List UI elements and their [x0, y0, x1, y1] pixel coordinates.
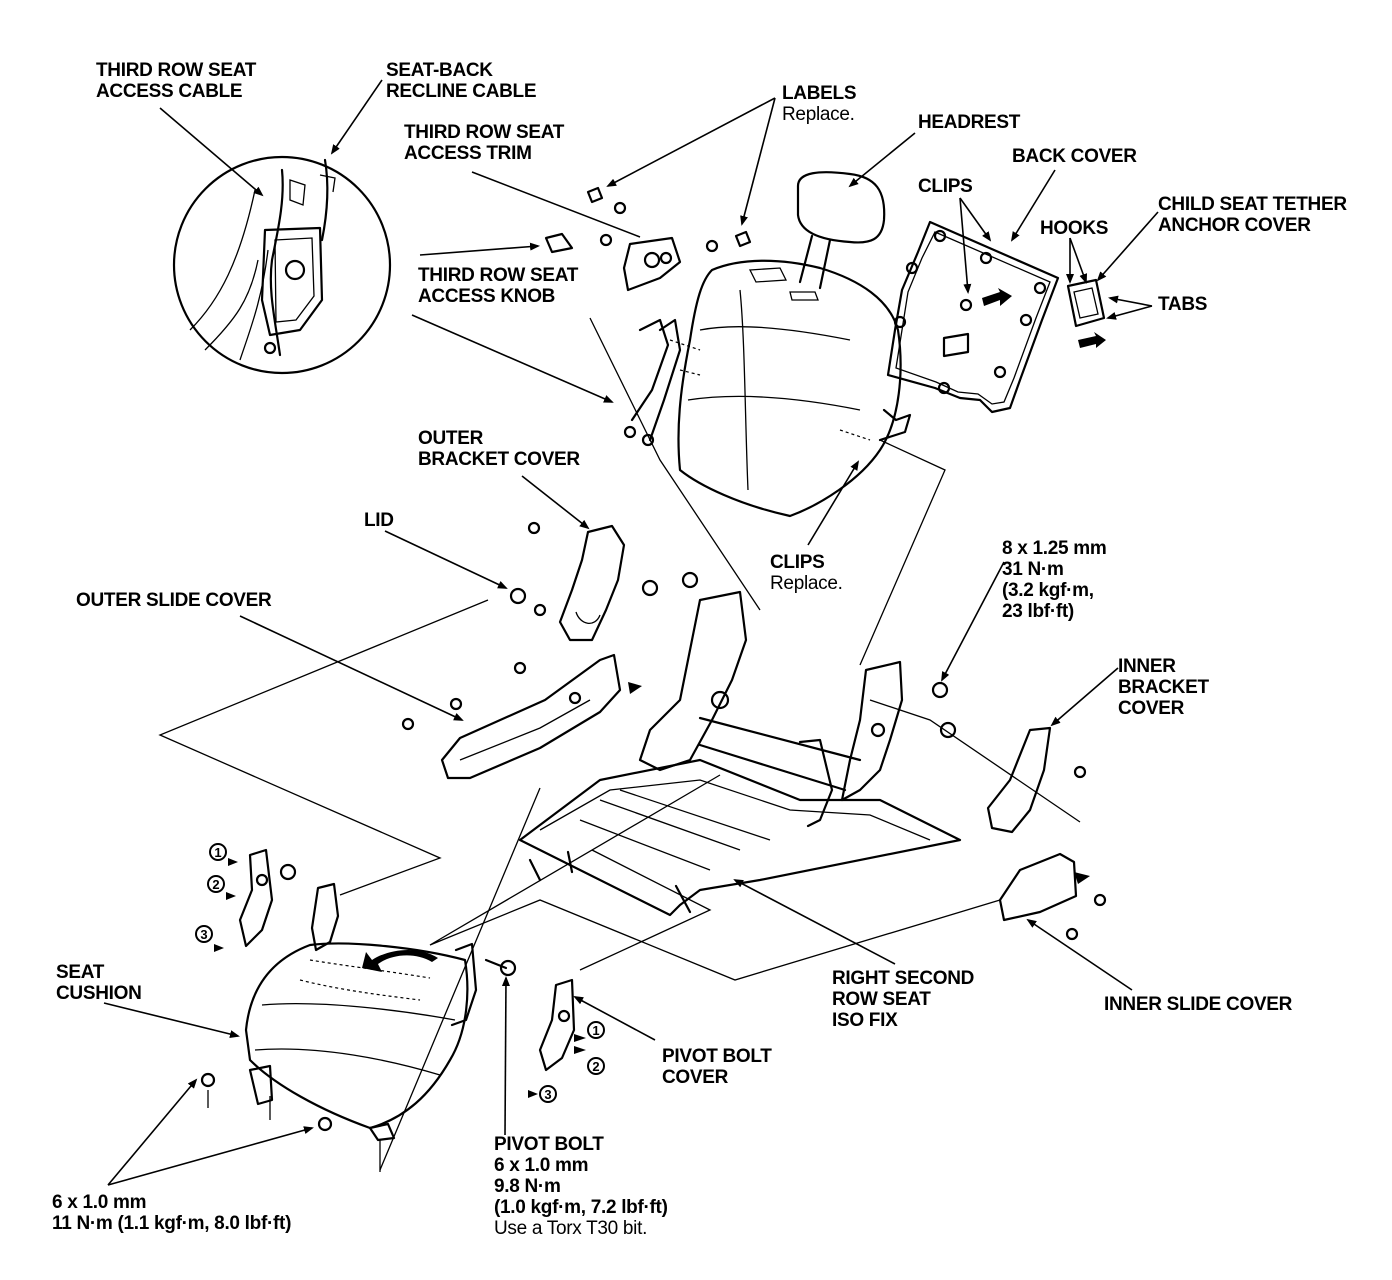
label-third-row-access-cable: THIRD ROW SEAT ACCESS CABLE: [96, 60, 257, 102]
label-child-seat-tether-anchor-cover: CHILD SEAT TETHER ANCHOR COVER: [1158, 194, 1347, 236]
label-clips-top: CLIPS: [918, 176, 973, 197]
step-2-right: 2: [592, 1059, 599, 1074]
seat-frame: [518, 590, 962, 917]
label-inner-slide-cover: INNER SLIDE COVER: [1104, 994, 1293, 1015]
label-headrest: HEADREST: [918, 112, 1021, 133]
label-labels: LABELS Replace.: [782, 83, 857, 125]
step-2-left: 2: [212, 877, 219, 892]
label-third-row-access-knob: THIRD ROW SEAT ACCESS KNOB: [418, 265, 579, 307]
outer-bracket-cover: [509, 521, 699, 642]
label-cushion-bolt-spec: 6 x 1.0 mm 11 N·m (1.1 kgf·m, 8.0 lbf·ft…: [52, 1192, 292, 1234]
seat-back: [623, 259, 912, 518]
step-3-left: 3: [200, 927, 207, 942]
leader-lines: [103, 79, 1159, 1186]
label-tabs: TABS: [1158, 294, 1208, 315]
label-hooks: HOOKS: [1040, 218, 1109, 239]
inner-slide-cover: [998, 852, 1107, 941]
label-third-row-access-trim: THIRD ROW SEAT ACCESS TRIM: [404, 122, 565, 164]
label-right-second-row-seat: RIGHT SECOND ROW SEAT ISO FIX: [832, 968, 975, 1031]
step-numbers: 1 2 3 1 2 3: [200, 845, 599, 1102]
cable-detail-inset: [172, 155, 392, 375]
label-inner-bracket-cover: INNER BRACKET COVER: [1118, 656, 1209, 719]
step-1-left: 1: [214, 845, 221, 860]
back-cover: [886, 220, 1060, 414]
seat-cushion: [244, 882, 478, 1142]
left-cover-steps: [195, 843, 297, 952]
step-3-right: 3: [544, 1087, 551, 1102]
label-outer-bracket-cover: OUTER BRACKET COVER: [418, 428, 580, 470]
tether-anchor-cover: [1066, 278, 1106, 348]
pivot-bolt-cover: [528, 978, 605, 1103]
label-seat-back-recline-cable: SEAT-BACK RECLINE CABLE: [386, 60, 537, 102]
label-outer-slide-cover: OUTER SLIDE COVER: [76, 590, 272, 611]
label-pivot-bolt-spec: PIVOT BOLT 6 x 1.0 mm 9.8 N·m (1.0 kgf·m…: [494, 1134, 668, 1239]
pivot-bolt: [200, 958, 517, 1132]
label-pivot-bolt-cover: PIVOT BOLT COVER: [662, 1046, 772, 1088]
label-clips-replace: CLIPS Replace.: [770, 552, 843, 594]
headrest: [796, 171, 886, 290]
reference-lines: [158, 317, 1081, 1172]
label-bracket-bolt-spec: 8 x 1.25 mm 31 N·m (3.2 kgf·m, 23 lbf·ft…: [1002, 538, 1107, 622]
labels-parts: [586, 186, 752, 248]
inner-bracket-cover: [986, 726, 1087, 834]
label-back-cover: BACK COVER: [1012, 146, 1137, 167]
access-trim: [613, 201, 719, 292]
step-1-right: 1: [592, 1023, 599, 1038]
label-seat-cushion: SEAT CUSHION: [56, 962, 142, 1004]
access-knob: [544, 232, 613, 254]
outer-slide-cover: [401, 653, 642, 780]
label-lid: LID: [364, 510, 394, 531]
